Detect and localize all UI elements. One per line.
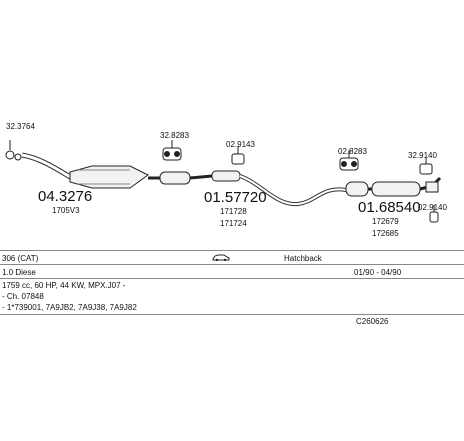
part-sub-1705v3: 1705V3 (52, 206, 80, 215)
car-icon (212, 253, 230, 263)
part-label-04-3276: 04.3276 (38, 188, 93, 205)
chassis-cell: - Ch. 07848 (2, 292, 44, 301)
engine-cell: 1.0 Diese (2, 268, 36, 277)
part-sub-171728: 171728 (220, 207, 247, 216)
exhaust-diagram: 32.3764 04.3276 1705V3 32.8283 02.9143 0… (5, 122, 447, 238)
rear-silencer-drawing (345, 176, 442, 197)
catalytic-converter-drawing (69, 165, 160, 189)
part-label-01-57720: 01.57720 (204, 189, 267, 206)
model-cell: 306 (CAT) (2, 254, 39, 263)
table-row: - 1*739001, 7A9JB2, 7A9J38, 7A9J82 (0, 302, 464, 315)
table-row: 1759 cc, 60 HP, 44 KW, MPX.J07 - (0, 278, 464, 291)
middle-silencer-drawing (159, 170, 241, 185)
codes-cell: - 1*739001, 7A9JB2, 7A9J38, 7A9J82 (2, 303, 137, 312)
table-row: 306 (CAT) Hatchback (0, 250, 464, 265)
hanger-02-9140-drawing (429, 205, 439, 223)
part-sub-172679: 172679 (372, 217, 399, 226)
date-range-cell: 01/90 - 04/90 (354, 268, 402, 277)
part-label-32-8283: 32.8283 (160, 131, 189, 140)
part-label-02-8283: 02.8283 (338, 147, 367, 156)
part-sub-172685: 172685 (372, 229, 399, 238)
part-label-32-9140: 32.9140 (408, 151, 437, 160)
clamp-32-8283-drawing (162, 140, 182, 161)
hanger-02-9143-drawing (231, 146, 245, 165)
part-label-01-68540: 01.68540 (358, 199, 421, 216)
exhaust-drawing (5, 140, 442, 223)
table-row: 1.0 Diese 01/90 - 04/90 (0, 264, 464, 279)
part-label-32-3764: 32.3764 (6, 122, 35, 131)
clamp-02-8283-drawing (339, 150, 359, 171)
spec-cell: 1759 cc, 60 HP, 44 KW, MPX.J07 - (2, 281, 126, 290)
table-row: - Ch. 07848 (0, 290, 464, 303)
hanger-32-9140-drawing (419, 158, 433, 175)
part-sub-171724: 171724 (220, 219, 247, 228)
body-type-cell: Hatchback (284, 254, 322, 263)
catalog-number-cell: C260626 (356, 317, 389, 326)
part-label-02-9143: 02.9143 (226, 140, 255, 149)
vehicle-info-table: 306 (CAT) Hatchback 1.0 Diese 01/90 - 04… (0, 245, 464, 327)
part-label-02-9140: 02.9140 (418, 203, 447, 212)
table-row: C260626 (0, 314, 464, 327)
clamp-32-3764-drawing (5, 140, 22, 161)
